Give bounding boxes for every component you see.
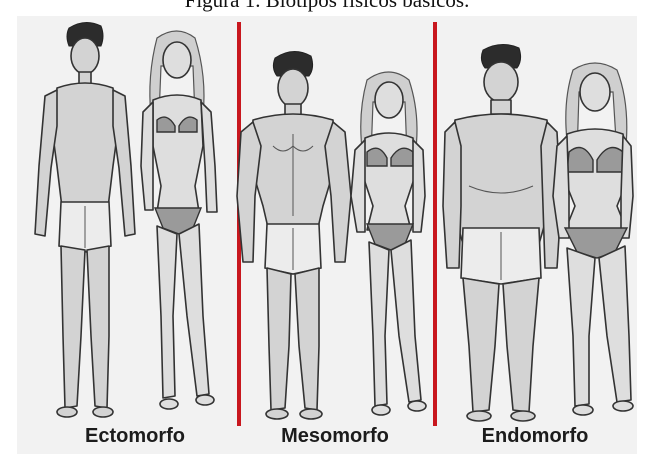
divider-2 (433, 22, 437, 426)
label-endomorfo: Endomorfo (445, 425, 625, 448)
mesomorph-female-figure (351, 72, 426, 415)
body-types-illustration: .sk { fill: #d3d3d3; stroke: #333; strok… (17, 16, 637, 454)
label-mesomorfo: Mesomorfo (245, 425, 425, 448)
body-types-figure: .sk { fill: #d3d3d3; stroke: #333; strok… (17, 16, 637, 454)
endomorph-male-figure (443, 44, 561, 421)
endomorph-female-figure (553, 63, 633, 415)
mesomorph-male-figure (237, 51, 351, 419)
ectomorph-female-figure (141, 31, 217, 409)
label-ectomorfo: Ectomorfo (45, 425, 225, 448)
ectomorph-male-figure (35, 22, 135, 417)
figure-caption: Figura 1. Biotipos físicos básicos. (0, 0, 654, 13)
